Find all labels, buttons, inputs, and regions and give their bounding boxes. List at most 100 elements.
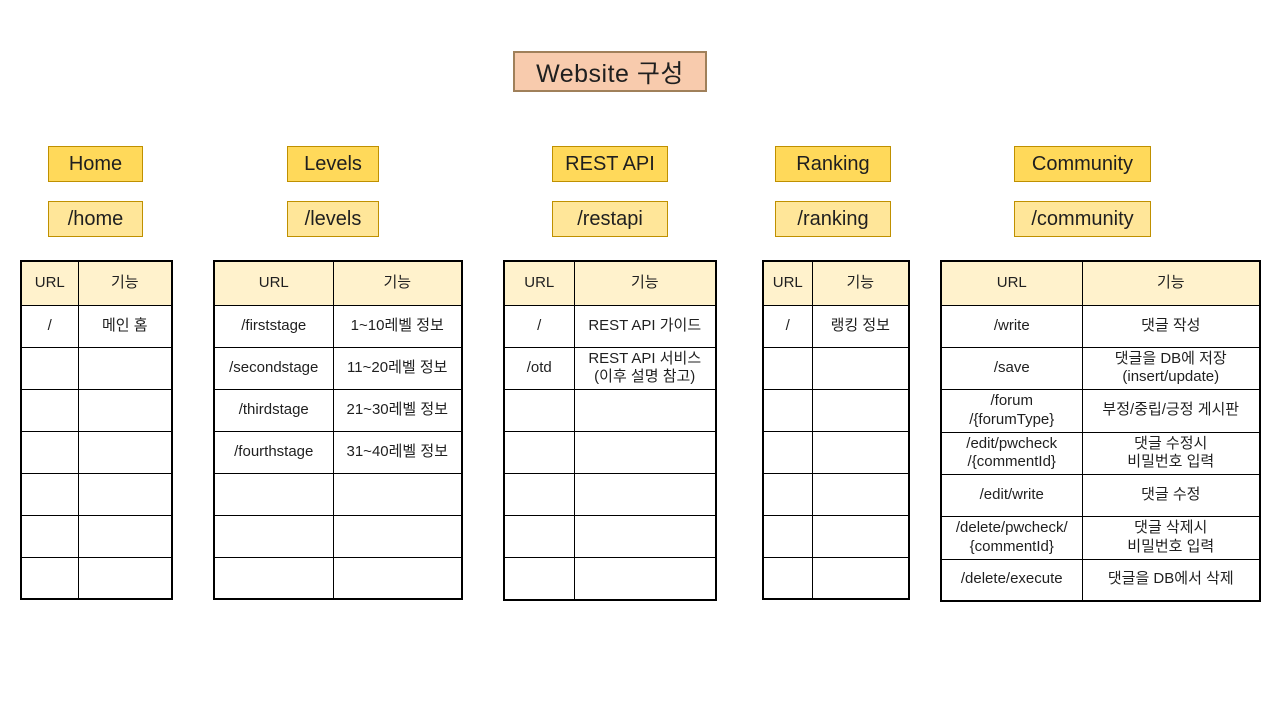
ranking-table: URL 기능 / 랭킹 정보 [762,260,910,600]
table-cell-func [573,389,717,432]
table-cell-url [762,346,813,390]
home-name-label: Home [68,152,123,175]
table-row: /write 댓글 작성 [940,304,1261,348]
table-cell-url: / [20,304,79,348]
table-cell-func: 메인 홈 [77,304,173,348]
table-cell-url [762,430,813,474]
table-cell-url: /thirdstage [213,388,334,432]
table-row [762,514,910,558]
table-cell-func: REST API 가이드 [573,304,717,348]
restapi-path-box: /restapi [552,201,668,237]
table-cell-url [20,346,79,390]
table-cell-url: /edit/write [940,474,1083,517]
community-table: URL 기능 /write 댓글 작성 /save 댓글을 DB에 저장 (in… [940,260,1261,602]
table-row [213,472,463,516]
table-row: /secondstage 11~20레벨 정보 [213,346,463,390]
table-cell-url: /delete/execute [940,558,1083,602]
table-row [20,388,173,432]
home-path-box: /home [48,201,143,237]
home-table: URL 기능 / 메인 홈 [20,260,173,600]
table-cell-func: 댓글 작성 [1081,304,1261,348]
table-row [20,346,173,390]
table-cell-func [573,515,717,558]
table-cell-url [20,556,79,600]
table-cell-func [811,472,910,516]
ranking-table-header-url: URL [762,260,813,306]
table-cell-func: 댓글 삭제시 비밀번호 입력 [1081,516,1261,560]
community-path-label: /community [1031,207,1134,230]
table-cell-url: /delete/pwcheck/ {commentId} [940,516,1083,560]
table-cell-func [811,430,910,474]
table-row [762,430,910,474]
table-cell-func: 1~10레벨 정보 [332,304,463,348]
table-cell-func: 11~20레벨 정보 [332,346,463,390]
table-row: / 메인 홈 [20,304,173,348]
table-cell-func [332,514,463,558]
community-path-box: /community [1014,201,1151,237]
table-cell-url [213,472,334,516]
table-cell-func [77,388,173,432]
table-cell-url: / [503,304,575,348]
table-cell-func [77,514,173,558]
table-row [20,472,173,516]
table-cell-func: REST API 서비스 (이후 설명 참고) [573,346,717,390]
table-cell-url: / [762,304,813,348]
table-row [213,556,463,600]
table-cell-url [762,514,813,558]
table-cell-url [503,515,575,558]
community-table-header-url: URL [940,260,1083,306]
table-cell-url [503,557,575,600]
table-row: /edit/pwcheck /{commentId} 댓글 수정시 비밀번호 입… [940,431,1261,475]
table-cell-func [332,472,463,516]
table-cell-url: /save [940,346,1083,390]
table-row: /fourthstage 31~40레벨 정보 [213,430,463,474]
ranking-name-box: Ranking [775,146,891,182]
table-row: /forum /{forumType} 부정/중립/긍정 게시판 [940,389,1261,433]
table-row: /thirdstage 21~30레벨 정보 [213,388,463,432]
table-cell-url [503,473,575,516]
levels-table: URL 기능 /firststage 1~10레벨 정보 /secondstag… [213,260,463,600]
table-cell-url: /fourthstage [213,430,334,474]
table-cell-url [20,514,79,558]
table-row [503,473,717,516]
table-row: /delete/pwcheck/ {commentId} 댓글 삭제시 비밀번호… [940,516,1261,560]
table-cell-url [762,556,813,600]
table-cell-url: /secondstage [213,346,334,390]
table-row: /otd REST API 서비스 (이후 설명 참고) [503,346,717,390]
home-name-box: Home [48,146,143,182]
restapi-path-label: /restapi [577,207,643,230]
table-row: / 랭킹 정보 [762,304,910,348]
table-row [762,472,910,516]
restapi-table: URL 기능 / REST API 가이드 /otd REST API 서비스 … [503,260,717,601]
ranking-path-label: /ranking [797,207,869,230]
table-cell-url [503,389,575,432]
table-row [503,431,717,474]
table-cell-func: 댓글을 DB에서 삭제 [1081,558,1261,602]
restapi-table-header-url: URL [503,260,575,306]
table-cell-url [762,388,813,432]
home-table-header-url: URL [20,260,79,306]
table-cell-func [811,514,910,558]
levels-table-header-url: URL [213,260,334,306]
table-cell-func [811,346,910,390]
table-cell-func: 댓글 수정시 비밀번호 입력 [1081,431,1261,475]
table-row [503,515,717,558]
table-cell-func: 31~40레벨 정보 [332,430,463,474]
table-row [20,556,173,600]
table-cell-url: /firststage [213,304,334,348]
table-cell-func [77,556,173,600]
table-cell-func [573,431,717,474]
table-cell-func: 랭킹 정보 [811,304,910,348]
table-cell-func: 댓글 수정 [1081,474,1261,517]
table-cell-func [811,556,910,600]
community-name-label: Community [1031,152,1134,175]
table-cell-func: 댓글을 DB에 저장 (insert/update) [1081,346,1261,390]
table-row [762,388,910,432]
levels-path-box: /levels [287,201,379,237]
table-cell-url [762,472,813,516]
table-row [20,514,173,558]
diagram-title-label: Website 구성 [536,59,684,88]
home-path-label: /home [67,207,124,230]
levels-name-label: Levels [304,152,362,175]
